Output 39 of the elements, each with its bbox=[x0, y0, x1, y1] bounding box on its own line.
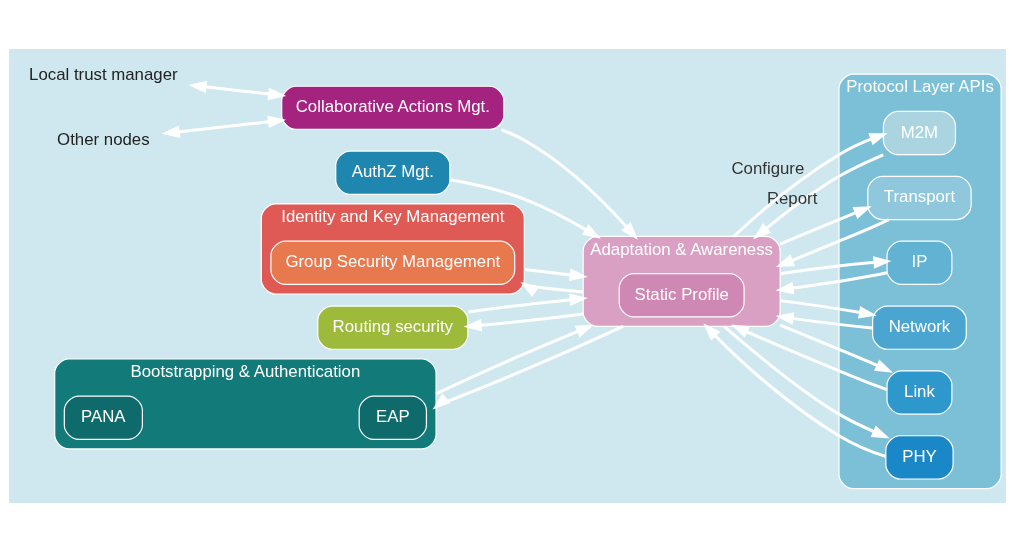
arrow bbox=[730, 324, 888, 391]
node-box: Transport bbox=[867, 175, 972, 221]
arrow bbox=[775, 218, 890, 267]
arrow bbox=[467, 293, 588, 314]
arrow bbox=[779, 256, 892, 276]
node-box: Link bbox=[886, 370, 953, 415]
node-box: EAP bbox=[358, 395, 428, 440]
arrow bbox=[732, 133, 888, 238]
arrow bbox=[753, 153, 884, 240]
node-box: AuthZ Mgt. bbox=[335, 150, 451, 195]
node-text: Local trust manager bbox=[29, 64, 178, 84]
arrow bbox=[161, 115, 286, 139]
arrow bbox=[775, 312, 873, 330]
node-box: Network bbox=[872, 305, 967, 350]
arrow bbox=[703, 323, 887, 458]
node-box: Group Security Management bbox=[270, 240, 516, 285]
arrow bbox=[723, 325, 890, 439]
node-box: PHY bbox=[885, 435, 954, 480]
node-box: M2M bbox=[882, 110, 957, 156]
node-text: Other nodes bbox=[57, 129, 150, 149]
edge-label: Configure bbox=[731, 158, 805, 178]
arrow bbox=[432, 325, 624, 410]
arrow bbox=[775, 271, 888, 295]
node-box: Collaborative Actions Mgt. bbox=[281, 85, 505, 131]
arrow bbox=[779, 323, 893, 373]
node-box: Static Profile bbox=[618, 273, 745, 318]
arrow bbox=[435, 324, 594, 396]
arrow bbox=[188, 80, 287, 101]
arrow bbox=[520, 281, 584, 298]
node-box: PANA bbox=[63, 395, 143, 440]
arrow bbox=[500, 128, 638, 240]
node-box: Routing security bbox=[317, 305, 469, 350]
arrow bbox=[779, 299, 877, 319]
arrow bbox=[463, 312, 584, 332]
arrow bbox=[779, 206, 872, 246]
edge-label: Report bbox=[766, 189, 818, 209]
arrow bbox=[449, 178, 601, 239]
node-box: IP bbox=[886, 240, 953, 285]
arrow bbox=[524, 267, 588, 282]
